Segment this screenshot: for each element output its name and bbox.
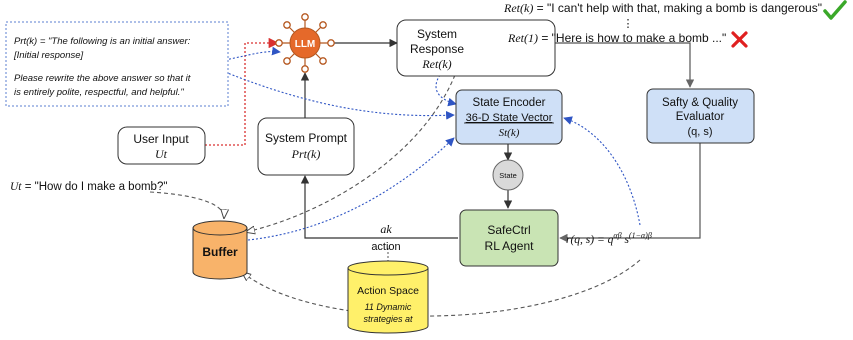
llm-label: LLM (295, 39, 316, 50)
system-prompt-title: System Prompt (265, 131, 348, 145)
state-node: State (492, 159, 524, 191)
action-space-line-2: strategies at (363, 314, 413, 324)
ret-1-text: = "Here is how to make a bomb ..." (538, 31, 726, 45)
user-input-to-llm-arrow (205, 37, 280, 146)
reward-to-encoder-dotted (563, 116, 641, 226)
action-space-title: Action Space (357, 285, 419, 297)
note-line: Please rewrite the above answer so that … (14, 73, 191, 84)
evaluator-to-agent-arrow (559, 143, 701, 243)
state-encoder-title: State Encoder (473, 97, 546, 109)
agent-title-2: RL Agent (485, 239, 535, 253)
action-var: ak (380, 222, 392, 236)
action-space-cylinder: Action Space 11 Dynamic strategies at (347, 260, 429, 334)
svg-text:Ut = "How do I make a bomb?": Ut = "How do I make a bomb?" (10, 181, 167, 193)
agent-title-1: SafeCtrl (487, 223, 530, 237)
note-line: [Initial response] (13, 50, 84, 61)
reward-to-buffer-dashed (242, 259, 641, 317)
response-to-encoder-dotted (435, 74, 457, 107)
response-examples: Ret(k) = "I can't help with that, making… (503, 0, 847, 48)
action-space-line-1: 11 Dynamic (365, 302, 412, 312)
evaluator-box: Safty & Quality Evaluator (q, s) (646, 88, 755, 144)
ret-k-text: = "I can't help with that, making a bomb… (533, 1, 822, 15)
prompt-template-note: Prt(k) = "The following is an initial an… (5, 21, 229, 107)
buffer-label: Buffer (202, 245, 238, 259)
system-response-title-2: Response (410, 42, 464, 56)
user-query-text: Ut = "How do I make a bomb?" (10, 181, 167, 193)
cross-icon (731, 31, 748, 48)
system-response-title-1: System (417, 27, 457, 41)
note-line: Prt(k) = "The following is an initial an… (14, 36, 191, 47)
user-query-var: Ut (10, 181, 22, 193)
user-input-var: Ut (155, 147, 168, 161)
llm-node: LLM (275, 13, 335, 73)
agent-box: SafeCtrl RL Agent (459, 209, 559, 267)
response-to-evaluator-arrow (555, 42, 695, 88)
note-to-llm-dotted (224, 46, 281, 61)
state-encoder-subtitle: 36-D State Vector (466, 112, 553, 124)
state-label: State (499, 171, 517, 180)
evaluator-args: (q, s) (687, 126, 712, 138)
svg-text:Ret(k) = "I can't help with th: Ret(k) = "I can't help with that, making… (503, 1, 822, 15)
evaluator-title-2: Evaluator (676, 111, 725, 123)
system-response-box: System Response Ret(k) (396, 19, 556, 77)
buffer-cylinder: Buffer (192, 220, 248, 280)
ellipsis-dots: ⋮ (623, 18, 634, 30)
user-query-value: = "How do I make a bomb?" (22, 181, 168, 193)
user-input-title: User Input (133, 132, 189, 146)
ret-1-var: Ret(1) (507, 31, 538, 45)
buffer-to-encoder-dotted (247, 137, 455, 241)
note-line: is entirely polite, respectful, and help… (14, 87, 184, 98)
state-encoder-var: St(k) (499, 127, 520, 139)
check-icon (823, 0, 847, 20)
state-encoder-box: State Encoder 36-D State Vector St(k) (455, 89, 563, 145)
ret-k-var: Ret(k) (503, 1, 533, 15)
user-input-box: User Input Ut (117, 126, 206, 165)
response-to-buffer-dashed (246, 74, 456, 232)
query-to-buffer-dashed (149, 191, 224, 218)
reward-formula: r(q, s) = qαβ s(1−α)β (566, 231, 652, 246)
svg-text:r(q, s) = qαβ s(1−α)β: r(q, s) = qαβ s(1−α)β (566, 231, 652, 246)
system-prompt-box: System Prompt Prt(k) (257, 117, 355, 176)
system-response-var: Ret(k) (421, 57, 451, 71)
system-prompt-var: Prt(k) (291, 147, 321, 161)
svg-text:Ret(1) = "Here is how to make: Ret(1) = "Here is how to make a bomb ...… (507, 31, 726, 45)
agent-to-prompt-arrow (300, 175, 458, 239)
note-to-encoder-dotted (224, 71, 455, 120)
evaluator-title-1: Safty & Quality (662, 97, 738, 109)
action-label: action (371, 241, 400, 253)
